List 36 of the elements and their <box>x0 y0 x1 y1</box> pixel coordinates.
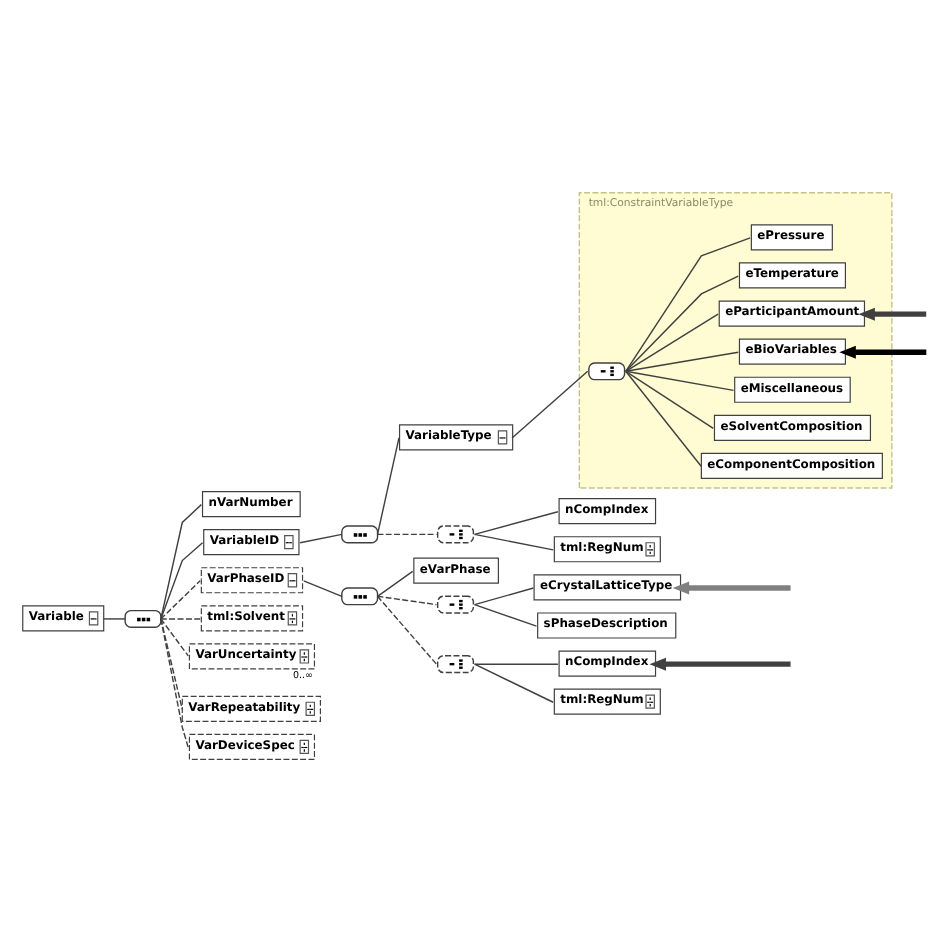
node-oval <box>123 608 161 627</box>
connector <box>624 312 718 371</box>
connector <box>159 617 188 656</box>
arrow <box>648 656 790 670</box>
connector <box>375 569 413 596</box>
connector <box>472 532 553 550</box>
connector <box>302 579 342 596</box>
connector <box>159 617 188 748</box>
connector <box>298 532 342 543</box>
connector <box>159 617 200 619</box>
connector <box>472 510 558 535</box>
connector <box>159 579 200 619</box>
node-oval <box>340 586 378 605</box>
connector <box>624 369 734 391</box>
connector <box>624 369 713 429</box>
connector <box>375 594 437 605</box>
connector <box>472 602 537 626</box>
connector <box>159 617 182 710</box>
connector <box>472 662 553 702</box>
arrow <box>671 580 790 594</box>
connector <box>510 369 588 438</box>
arrow <box>857 306 926 320</box>
connector <box>624 236 750 371</box>
connector <box>159 541 203 619</box>
connector <box>624 274 738 371</box>
node-oval <box>340 524 378 543</box>
connector <box>159 502 202 619</box>
connector <box>624 369 702 467</box>
connector <box>375 594 437 664</box>
connector <box>102 617 125 619</box>
connector <box>375 436 399 535</box>
arrow <box>838 344 926 358</box>
connector <box>375 532 437 535</box>
connector <box>624 350 738 371</box>
connector <box>472 662 558 664</box>
connector <box>472 586 534 605</box>
